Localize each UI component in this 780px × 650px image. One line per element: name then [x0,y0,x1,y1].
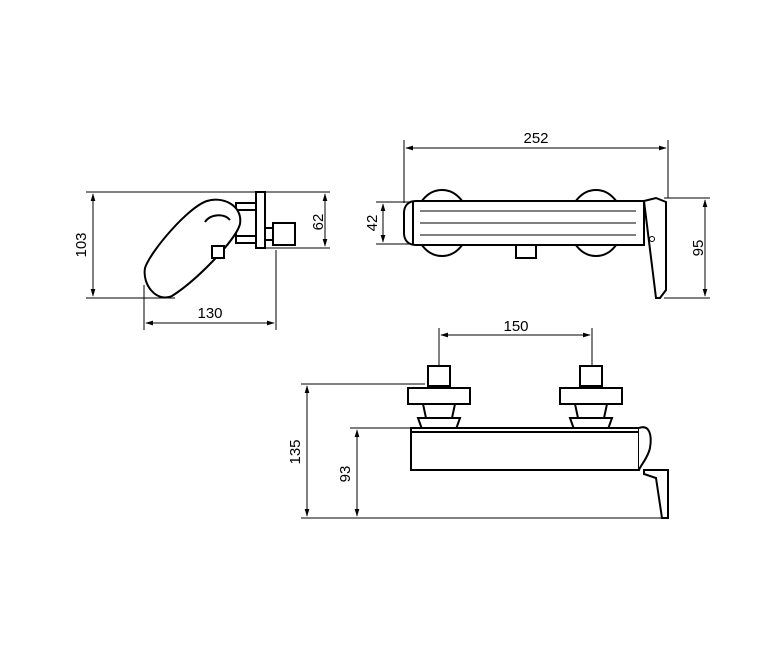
front-view: 150 135 93 [287,318,669,519]
label-top-body: 42 [364,215,381,232]
label-front-body: 93 [337,466,354,483]
label-top-bracket: 95 [690,240,707,257]
label-top-length: 252 [523,130,548,147]
label-side-height: 103 [73,232,90,257]
side-view: 103 130 62 [73,191,330,330]
top-view: 252 42 95 [364,130,710,299]
label-front-total: 135 [287,439,304,464]
label-side-width: 130 [197,305,222,322]
label-side-plate: 62 [310,214,327,231]
label-front-distance: 150 [503,318,528,335]
